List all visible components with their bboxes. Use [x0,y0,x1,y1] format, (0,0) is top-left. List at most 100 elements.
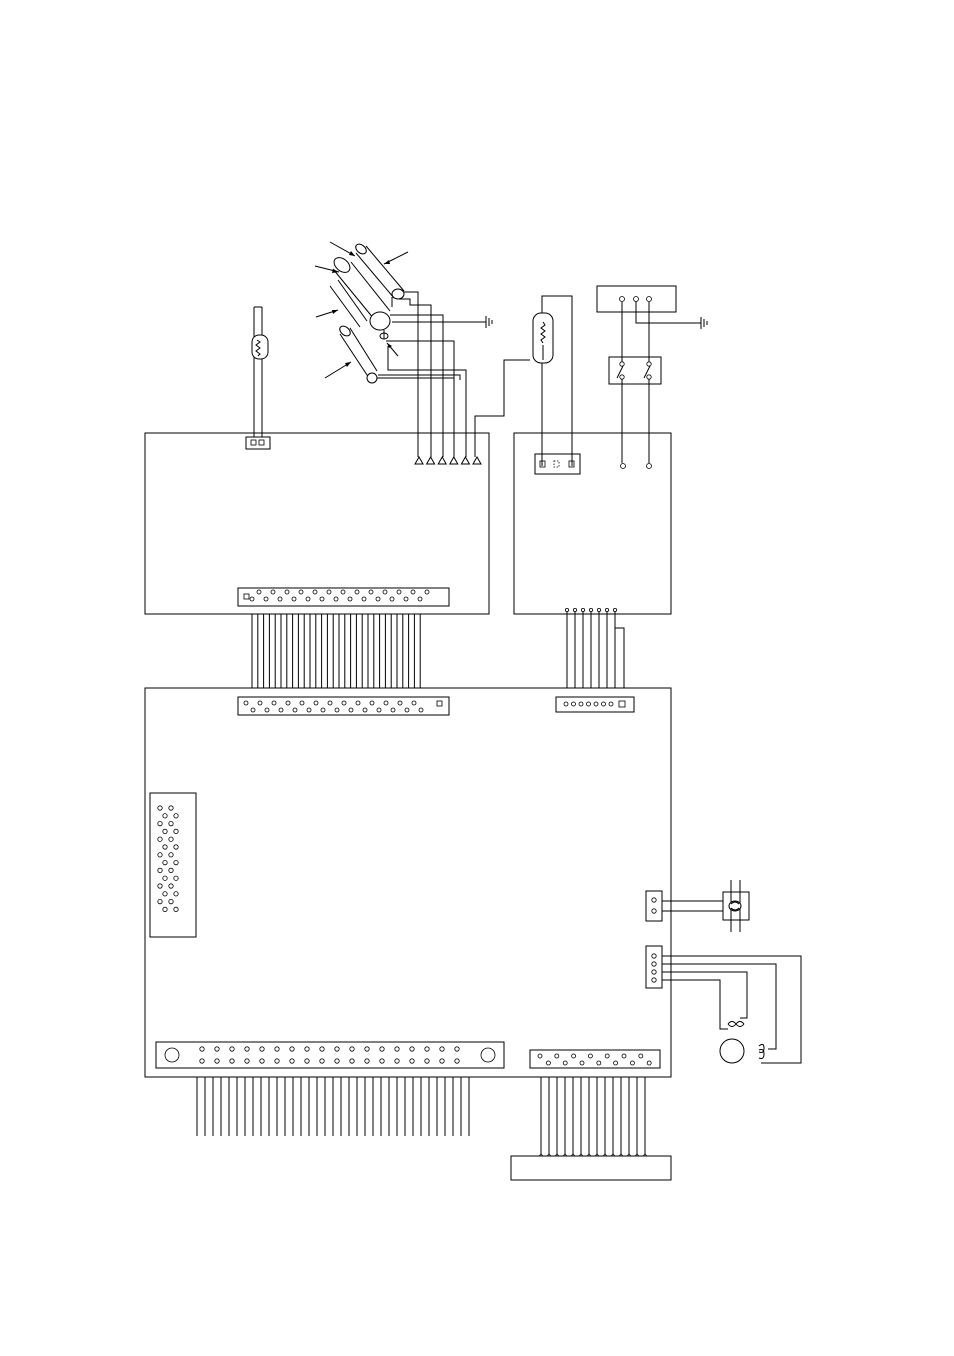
connector-pin [335,1047,339,1051]
main-board-upper-connector [238,697,449,715]
connector-pin [169,837,173,841]
connector-pin [334,597,338,601]
connector-pin [260,1059,264,1063]
connector-pin [335,708,339,712]
connector-pin [546,1061,550,1065]
connector-pin [579,702,583,706]
probe-assembly [315,242,530,457]
main-board-left-connector [150,793,196,937]
connector-pin [455,1059,459,1063]
output-pin [589,608,592,611]
connector-pin [174,845,178,849]
connector-pin [163,829,167,833]
connector-pin [163,845,167,849]
connector-pin [305,1047,309,1051]
bottom-terminal-strip [511,1156,671,1180]
probe-tube-1 [354,242,404,299]
connector-pin-square [619,701,625,707]
connector-pin [320,1059,324,1063]
connector-pin [362,597,366,601]
connector-pin [264,597,268,601]
connector-pin [594,702,598,706]
connector-pin [572,702,576,706]
connector-pin [327,590,331,594]
connector-pin [587,702,591,706]
leader-arrows [315,242,408,378]
connector-pin [440,1059,444,1063]
probe-tube-4 [338,324,377,383]
connector-pin [639,1054,643,1058]
main-board-bottom-right-connector [530,1050,660,1068]
connector-pin [328,701,332,705]
connector-pin [605,1054,609,1058]
connector-pin [174,892,178,896]
connector-pin [622,1054,626,1058]
connector-pin [390,597,394,601]
connector-pin [271,590,275,594]
connector-pin [597,1061,601,1065]
connector-pin [391,708,395,712]
connector-pin [384,701,388,705]
ground-symbol-left [392,316,492,328]
connector-pin [174,814,178,818]
connector-pin [163,814,167,818]
connector-pin [174,829,178,833]
connector-pin [370,701,374,705]
connector-pin [395,1059,399,1063]
connector-pin [356,701,360,705]
connector-pin [348,597,352,601]
connector-pin [278,597,282,601]
connector-pin [350,1059,354,1063]
connector-pin [163,860,167,864]
connector-pin [341,590,345,594]
connector-pin [365,1059,369,1063]
connector-pin [163,876,167,880]
connector-pin [300,701,304,705]
connector-pin [395,1047,399,1051]
connector-pin [440,1047,444,1051]
connector-pin [245,1047,249,1051]
connector-pin [412,701,416,705]
probe-tube-2 [331,255,390,330]
connector-pin [275,1047,279,1051]
main-board-bottom-connector [156,1042,504,1068]
connector-pin [602,702,606,706]
connector-pin [174,860,178,864]
connector-pin [398,701,402,705]
connector-pin [418,597,422,601]
connector-pin [563,1061,567,1065]
connector-pin [588,1054,592,1058]
connector-pin [245,1059,249,1063]
connector-pin [410,1059,414,1063]
connector-pin [292,597,296,601]
connector-pin [275,1059,279,1063]
motor [720,1039,744,1063]
connector-pin [169,821,173,825]
connector-pin [305,1059,309,1063]
connector-pin [290,1059,294,1063]
connector-pin [299,590,303,594]
connector-pin [647,1061,651,1065]
connector-pin [405,708,409,712]
connector-pin [230,1047,234,1051]
connector-pin [230,1059,234,1063]
connector-pin [258,701,262,705]
connector-pin [410,1047,414,1051]
connector-pin [397,590,401,594]
connector-pin [169,899,173,903]
connector-pin [307,708,311,712]
connector-pin [335,1059,339,1063]
connector-pin [320,597,324,601]
connector-pin [349,708,353,712]
connector-pin [363,708,367,712]
output-pin [581,608,584,611]
clamp-sensor [662,880,749,932]
connector-pin [342,701,346,705]
connector-pin [174,907,178,911]
connector-pin [158,884,162,888]
connector-pin [169,853,173,857]
connector-pin [174,876,178,880]
connector-pin [257,590,261,594]
connector-pin [455,1047,459,1051]
